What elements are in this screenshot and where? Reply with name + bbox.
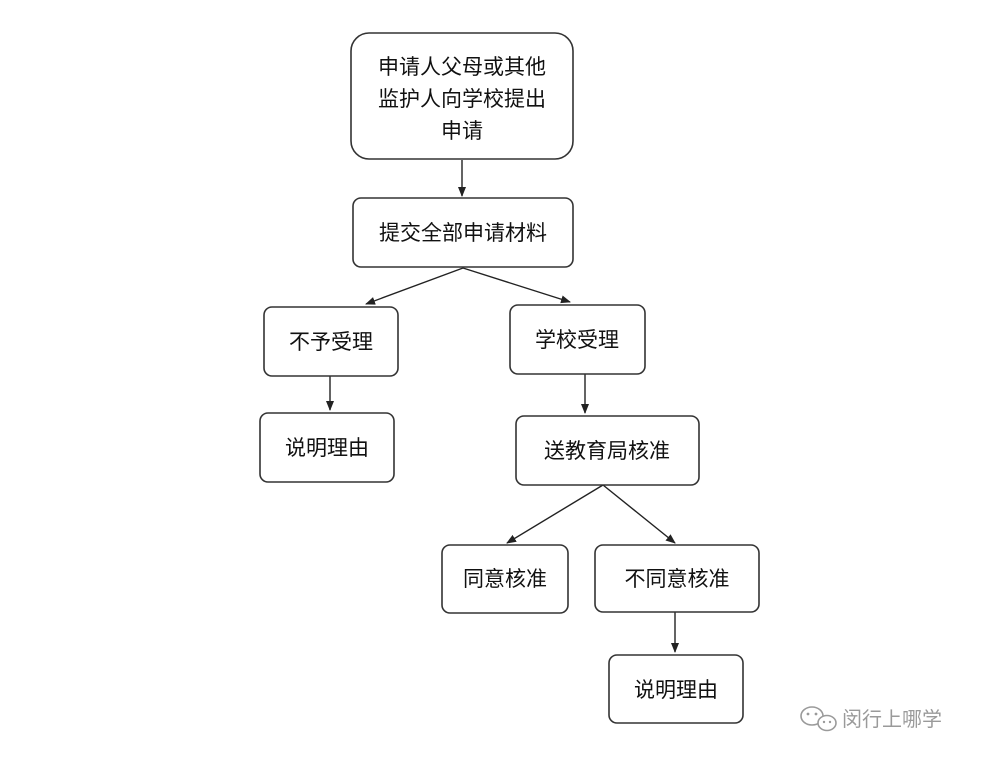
node-explain-reason-right-label: 说明理由 xyxy=(634,678,718,702)
node-approved-label: 同意核准 xyxy=(463,567,547,591)
node-application: 申请人父母或其他 监护人向学校提出 申请 xyxy=(350,32,574,160)
node-school-accepted: 学校受理 xyxy=(509,304,646,375)
arrow-submit-to-reject xyxy=(365,267,464,305)
watermark-text: 闵行上哪学 xyxy=(842,707,942,731)
node-application-line-3: 申请 xyxy=(441,119,483,143)
node-explain-reason-left-label: 说明理由 xyxy=(285,436,369,460)
node-education-bureau-review-label: 送教育局核准 xyxy=(544,439,670,463)
node-submit-materials-label: 提交全部申请材料 xyxy=(379,221,547,245)
node-explain-reason-right: 说明理由 xyxy=(608,654,744,724)
node-application-line-2: 监护人向学校提出 xyxy=(378,87,546,111)
node-school-accepted-label: 学校受理 xyxy=(535,328,619,352)
arrow-submit-to-accept xyxy=(462,267,571,304)
node-submit-materials: 提交全部申请材料 xyxy=(352,197,574,268)
node-not-accepted: 不予受理 xyxy=(263,306,399,377)
watermark: 闵行上哪学 xyxy=(800,706,942,732)
arrow-review-to-approve xyxy=(506,484,604,544)
node-not-accepted-label: 不予受理 xyxy=(289,330,373,354)
wechat-icon xyxy=(800,706,837,732)
node-not-approved-label: 不同意核准 xyxy=(625,567,730,591)
node-application-line-1: 申请人父母或其他 xyxy=(378,55,546,79)
node-approved: 同意核准 xyxy=(441,544,569,614)
node-education-bureau-review: 送教育局核准 xyxy=(515,415,700,486)
edges xyxy=(326,160,679,653)
node-not-approved: 不同意核准 xyxy=(594,544,760,613)
node-explain-reason-left: 说明理由 xyxy=(259,412,395,483)
arrow-review-to-disapprove xyxy=(602,484,676,544)
